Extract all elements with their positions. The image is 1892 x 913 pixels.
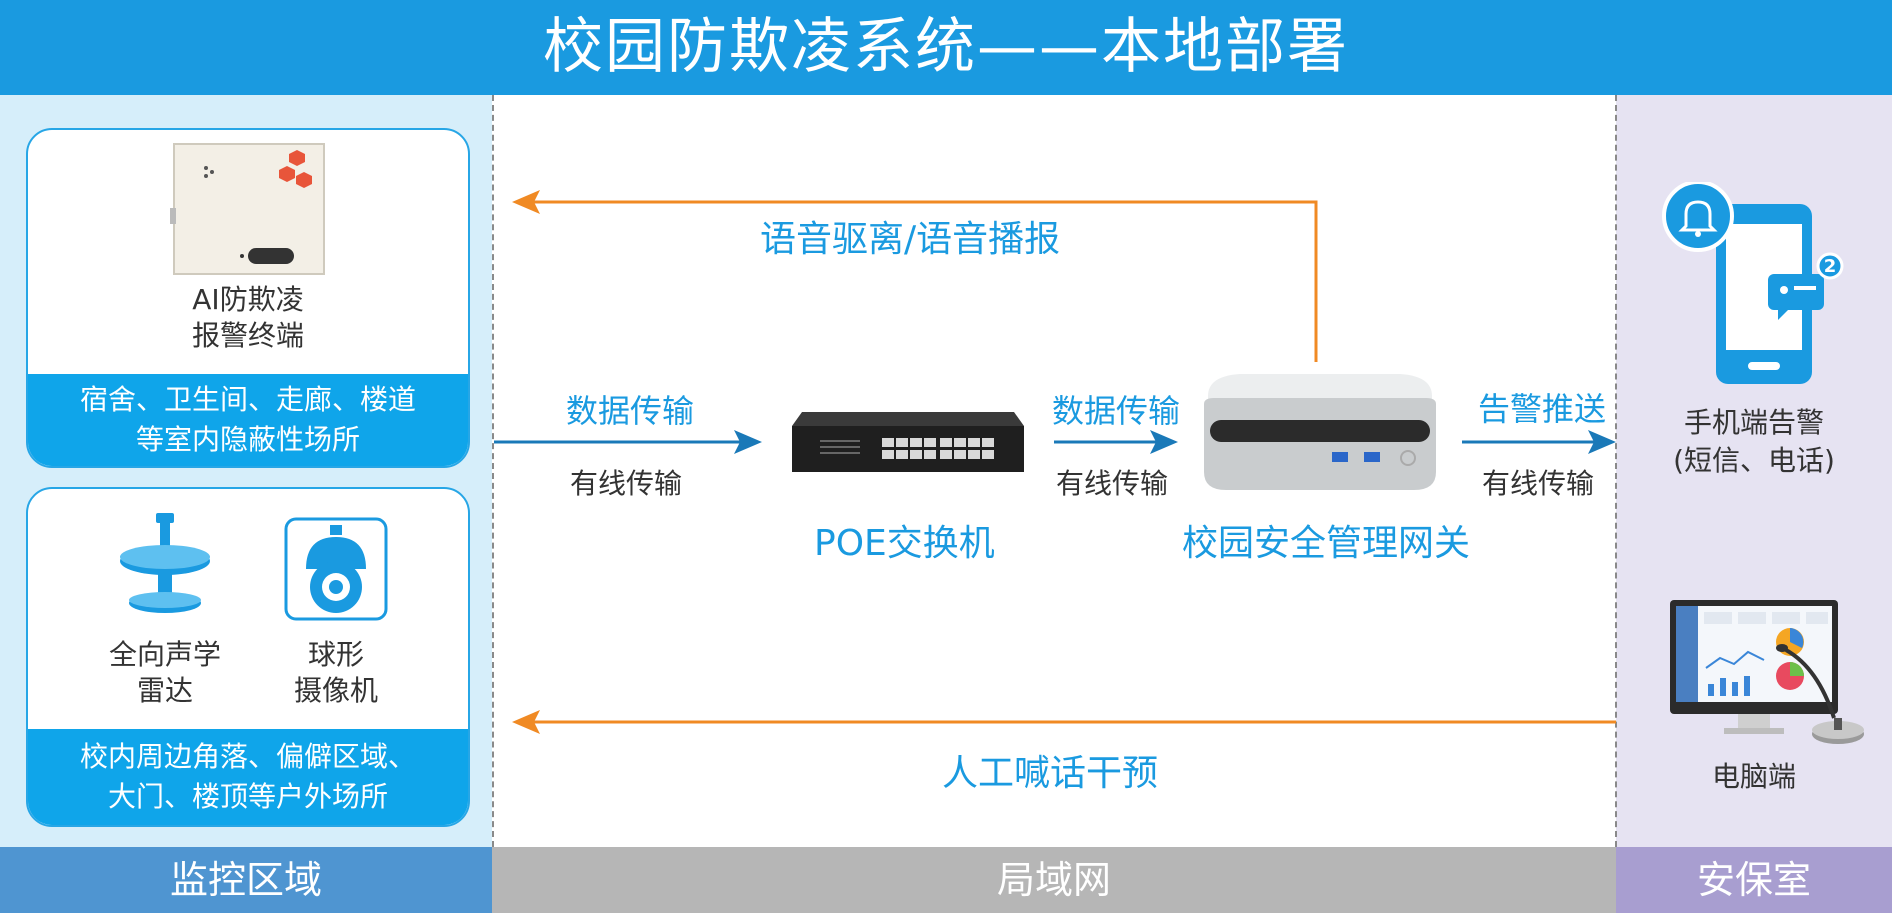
data-transfer-label-1: 数据传输 [566, 386, 694, 432]
poe-switch-label: POE交换机 [814, 514, 995, 566]
footer-security-room: 安保室 [1616, 847, 1892, 913]
phone-alert-label-line1: 手机端告警 [1616, 404, 1892, 442]
manual-intervention-label: 人工喊话干预 [942, 744, 1158, 796]
voice-broadcast-label: 语音驱离/语音播报 [760, 210, 1060, 262]
phone-alert-icon [1660, 182, 1846, 388]
wired-transfer-label-2: 有线传输 [1056, 462, 1168, 502]
pc-label: 电脑端 [1616, 758, 1892, 796]
poe-switch-icon [790, 410, 1026, 474]
wired-transfer-label-3: 有线传输 [1482, 462, 1594, 502]
bell-icon [1664, 182, 1732, 250]
message-badge-count: 2 [1818, 256, 1842, 277]
computer-monitor-icon [1668, 598, 1868, 758]
alarm-push-label: 告警推送 [1478, 384, 1606, 430]
wired-transfer-label-1: 有线传输 [570, 462, 682, 502]
phone-alert-label-line2: (短信、电话) [1616, 442, 1892, 480]
footer-monitoring-zone: 监控区域 [0, 847, 492, 913]
gateway-label: 校园安全管理网关 [1182, 514, 1470, 566]
message-icon [1768, 274, 1824, 310]
footer-lan: 局域网 [492, 847, 1616, 913]
gateway-box-icon [1200, 368, 1440, 494]
data-transfer-label-2: 数据传输 [1052, 386, 1180, 432]
